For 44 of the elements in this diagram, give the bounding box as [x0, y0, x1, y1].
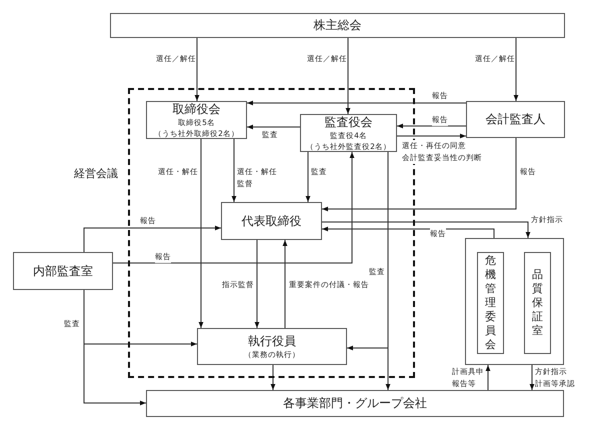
arrow: [396, 124, 466, 128]
arrow: [270, 364, 276, 390]
box-title: 内部監査室: [33, 264, 93, 278]
box-title: 代表取締役: [242, 214, 302, 228]
arrow: [322, 222, 530, 238]
arrow: [486, 364, 490, 390]
arrow: [322, 226, 494, 238]
arrow: [346, 152, 388, 350]
office-box: [524, 252, 551, 354]
box-title: 株主総会: [314, 18, 362, 33]
box-title: 取締役会: [172, 102, 220, 116]
group-heading: 経営会議: [74, 166, 118, 181]
arrow: [112, 152, 354, 264]
arrow: [194, 38, 200, 102]
arrow: [84, 290, 146, 406]
arrow: [322, 138, 516, 212]
officer-box: [197, 328, 347, 365]
board-box: [300, 114, 397, 152]
arrow: [282, 240, 288, 328]
executive-box: [221, 202, 322, 240]
arrow: [530, 364, 534, 390]
arrow: [246, 124, 300, 130]
auditor-box: [466, 101, 565, 138]
arrow: [514, 38, 518, 102]
box-title: 各事業部門・グループ会社: [283, 396, 427, 411]
department-box: [13, 252, 113, 290]
meeting-box: [110, 13, 565, 38]
arrow: [84, 226, 222, 252]
box-title: 監査役会: [324, 114, 372, 130]
arrow: [396, 134, 466, 138]
arrow: [346, 38, 350, 114]
company-box: [146, 390, 564, 417]
box-title: 執行役員: [248, 334, 296, 348]
arrow: [254, 240, 260, 328]
box-title: 品質保証室: [532, 268, 544, 338]
committee-box: [477, 252, 504, 354]
arrow: [198, 138, 204, 328]
arrow: [246, 100, 466, 106]
arrow: [306, 152, 310, 202]
arrow: [232, 138, 236, 202]
box-title: 会計監査人: [486, 112, 546, 127]
box-title: 危機管理委員会: [484, 254, 496, 352]
board-box: [146, 101, 247, 139]
group-box: [465, 238, 564, 365]
